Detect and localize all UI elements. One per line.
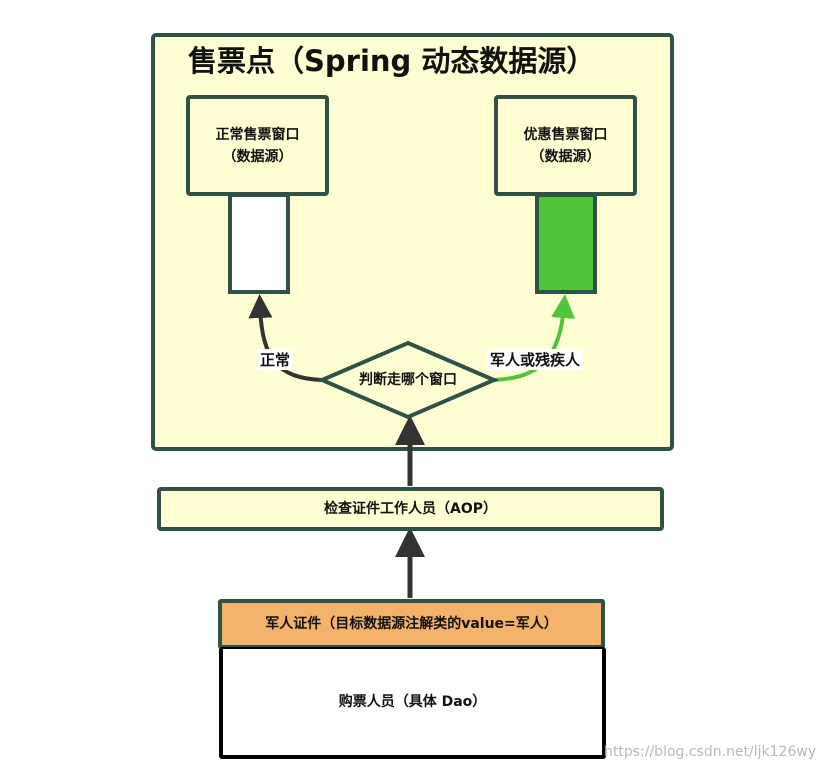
normal-window-sublabel: （数据源） [222,148,293,165]
normal-window-label: 正常售票窗口 [215,126,300,143]
buyer-label: 购票人员（具体 Dao） [338,694,487,710]
edge-label-normal: 正常 [257,349,294,370]
page-title: 售票点（Spring 动态数据源） [188,44,596,78]
certificate-box: 军人证件（目标数据源注解类的value=军人） [218,599,605,649]
priority-window-slot [535,193,597,294]
watermark: https://blog.csdn.net/ljk126wy [604,744,817,760]
normal-window-slot [228,193,290,294]
decision-diamond [316,340,500,420]
checker-label: 检查证件工作人员（AOP） [324,501,497,517]
decision-label: 判断走哪个窗口 [359,372,457,388]
priority-window-label: 优惠售票窗口 [523,126,608,143]
priority-window-sublabel: （数据源） [530,148,601,165]
edge-label-priority: 军人或残疾人 [487,349,584,370]
checker-box: 检查证件工作人员（AOP） [157,487,664,531]
buyer-box: 购票人员（具体 Dao） [219,647,606,759]
certificate-label: 军人证件（目标数据源注解类的value=军人） [265,616,558,632]
